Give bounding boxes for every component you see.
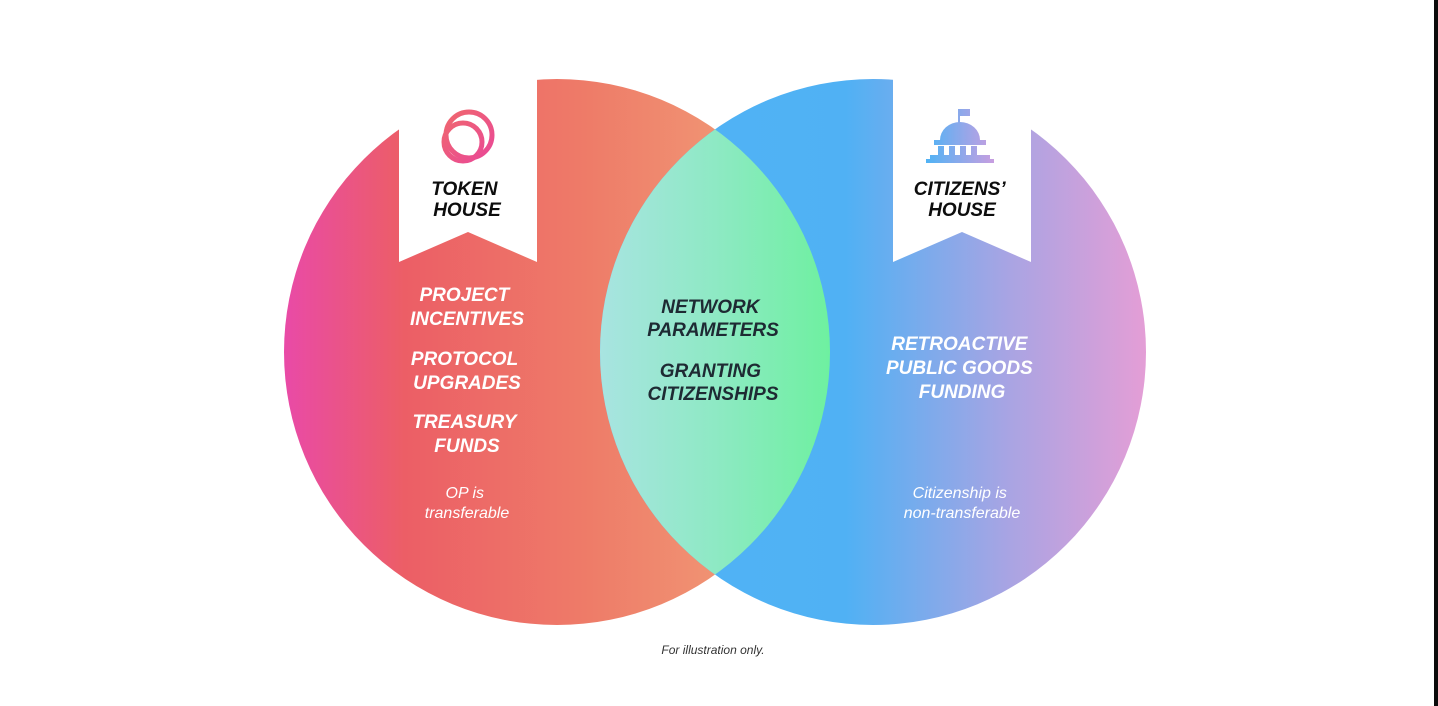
capitol-building-icon bbox=[926, 109, 994, 163]
token-item-treasury-funds: TREASURY FUNDS bbox=[412, 412, 521, 457]
token-item-project-incentives: PROJECT INCENTIVES bbox=[410, 285, 524, 330]
overlap-item-network-parameters: NETWORK PARAMETERS bbox=[647, 297, 779, 341]
token-house-note: OP is transferable bbox=[425, 485, 510, 522]
citizens-house-title: CITIZENS’ HOUSE bbox=[914, 179, 1010, 221]
citizens-house-note: Citizenship is non-transferable bbox=[904, 485, 1021, 522]
footnote: For illustration only. bbox=[661, 643, 764, 657]
citizens-item-retroactive-funding: RETROACTIVE PUBLIC GOODS FUNDING bbox=[886, 334, 1038, 403]
citizens-house-banner bbox=[893, 68, 1031, 262]
overlap-item-granting-citizenships: GRANTING CITIZENSHIPS bbox=[648, 361, 779, 405]
token-house-title: TOKEN HOUSE bbox=[431, 179, 502, 221]
overlap-lens bbox=[600, 79, 830, 625]
token-house-banner bbox=[399, 68, 537, 262]
token-item-protocol-upgrades: PROTOCOL UPGRADES bbox=[411, 349, 523, 394]
rings-icon bbox=[441, 109, 495, 164]
window-edge bbox=[1434, 0, 1438, 706]
